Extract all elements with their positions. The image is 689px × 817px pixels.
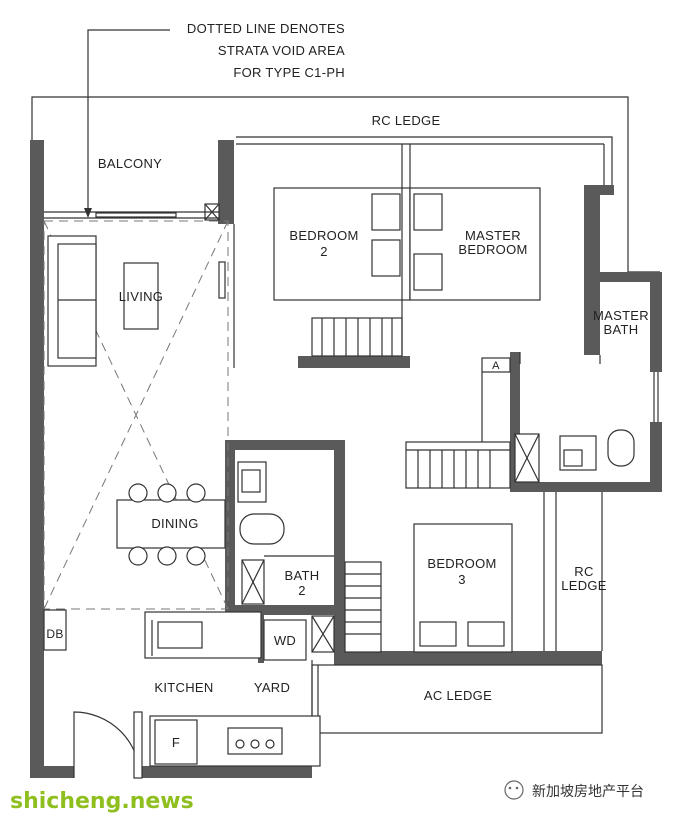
bedroom-2-label-line-2: 2 [320, 244, 328, 259]
kitchen: WD KITCHEN YARD F [73, 611, 335, 779]
coffee-table [123, 262, 159, 330]
ac-ledge-label: AC LEDGE [424, 688, 492, 703]
master-bedroom-label-line-2: BEDROOM [458, 242, 527, 257]
note-line-2: STRATA VOID AREA [218, 43, 345, 58]
wd-label: WD [274, 633, 296, 648]
dining-label: DINING [151, 516, 198, 531]
bedroom-2: BEDROOM 2 [273, 144, 411, 357]
corridor-storage: A [405, 357, 511, 489]
strata-void-area [43, 220, 229, 610]
balcony: BALCONY [44, 156, 220, 221]
bedroom-3-label-line-2: 3 [458, 572, 466, 587]
corridor-wardrobe [405, 441, 511, 489]
master-bedroom: MASTER BEDROOM [409, 187, 541, 301]
living-room: LIVING [47, 224, 235, 368]
note-line-1: DOTTED LINE DENOTES [187, 21, 345, 36]
bedroom-3: BEDROOM 3 [344, 523, 513, 653]
balcony-label: BALCONY [98, 156, 162, 171]
entrance-door [133, 711, 143, 779]
bedroom-2-wardrobe [311, 317, 403, 357]
rc-ledge-side-label-line-1: RC [574, 564, 593, 579]
fridge-label: F [172, 735, 180, 750]
master-toilet [607, 429, 635, 467]
void-area-note: DOTTED LINE DENOTES STRATA VOID AREA FOR… [84, 21, 345, 218]
living-label: LIVING [119, 289, 163, 304]
note-line-3: FOR TYPE C1-PH [233, 65, 345, 80]
entrance-door-swing [73, 711, 141, 779]
wechat-icon [504, 780, 524, 800]
db-label: DB [46, 627, 63, 641]
bedroom-3-wardrobe [344, 561, 382, 653]
dining-room: DINING [116, 483, 226, 566]
master-bath-label-line-2: BATH [604, 322, 639, 337]
yard-label: YARD [254, 680, 290, 695]
kitchen-sink [157, 621, 203, 649]
fridge [154, 719, 198, 765]
bedroom-2-label-line-1: BEDROOM [289, 228, 358, 243]
rc-ledge-side-label-line-2: LEDGE [561, 578, 607, 593]
bath-2-label-line-2: 2 [298, 583, 306, 598]
master-bath-label-line-1: MASTER [593, 308, 649, 323]
washer-dryer [263, 619, 307, 661]
kitchen-label: KITCHEN [154, 680, 213, 695]
ac-ledge: AC LEDGE [311, 664, 603, 734]
bath-2-label-line-1: BATH [285, 568, 320, 583]
rc-ledge-side: RC LEDGE [543, 492, 607, 651]
master-bedroom-label-line-1: MASTER [465, 228, 521, 243]
bedroom-3-label-line-1: BEDROOM [427, 556, 496, 571]
leader-arrow-icon [84, 208, 92, 218]
watermark-account: 新加坡房地产平台 [532, 784, 644, 800]
note-leader-line [87, 29, 170, 210]
watermark-site: shicheng.news [10, 789, 194, 814]
bath-2-toilet [239, 513, 285, 545]
master-bath: MASTER BATH [514, 308, 659, 483]
db-closet: DB [43, 609, 67, 651]
watermark: shicheng.news 新加坡房地产平台 [10, 780, 644, 814]
rc-ledge-top-label: RC LEDGE [372, 113, 441, 128]
a-mark-label: A [492, 360, 500, 372]
bath-2: BATH 2 [237, 461, 334, 605]
